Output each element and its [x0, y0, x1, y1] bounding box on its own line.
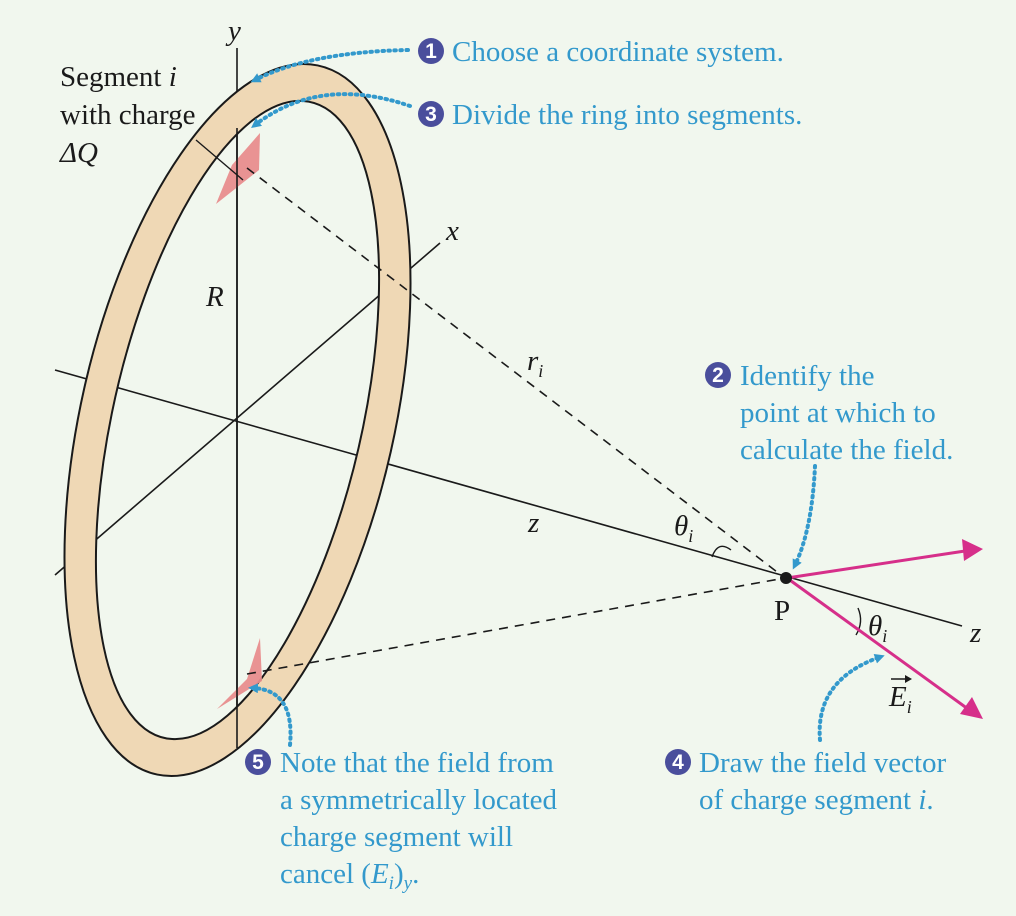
- x-axis-line: [54, 242, 441, 576]
- svg-text:Ei: Ei: [888, 681, 912, 717]
- step-2-arrow: [792, 464, 817, 570]
- step-5: 5 Note that the field from a symmetrical…: [245, 747, 564, 894]
- charged-ring: [63, 63, 412, 777]
- step-2-number: 2: [712, 364, 724, 387]
- r-i-dashed-line: [246, 167, 786, 579]
- angle-arc-lower: [855, 607, 862, 636]
- step-1-number: 1: [425, 40, 437, 63]
- step-4-text: Draw the field vector of charge segment …: [699, 747, 953, 816]
- step-1-text: Choose a coordinate system.: [452, 36, 784, 68]
- field-vector-label: Ei: [888, 675, 912, 717]
- point-p-dot: [780, 572, 792, 584]
- step-4-arrow: [817, 653, 885, 742]
- z-axis-end-label: z: [969, 617, 981, 649]
- segment-upper: [216, 133, 260, 204]
- field-vector-upward-head: [962, 539, 983, 561]
- distance-label: ri: [527, 345, 543, 381]
- step-3-number: 3: [425, 103, 437, 126]
- field-vector-e-i: [786, 576, 969, 711]
- step-4: 4 Draw the field vector of charge segmen…: [665, 747, 953, 816]
- symmetric-dashed-line: [246, 577, 786, 675]
- angle-lower-label: θi: [868, 610, 887, 646]
- step-2-text: Identify the point at which to calculate…: [740, 360, 953, 466]
- radius-label: R: [205, 281, 224, 313]
- point-p-label: P: [774, 595, 790, 627]
- step-1-arrow: [250, 48, 410, 83]
- field-vector-upward: [786, 549, 966, 580]
- step-5-badge: [245, 749, 271, 775]
- angle-upper-label: θi: [674, 510, 693, 546]
- segment-leader-line: [195, 139, 244, 181]
- x-axis-label: x: [445, 215, 459, 247]
- step-5-number: 5: [252, 751, 264, 774]
- angle-arc-upper: [711, 545, 732, 558]
- step-3-arrow: [251, 92, 412, 129]
- step-4-badge: [665, 749, 691, 775]
- step-1: 1 Choose a coordinate system.: [418, 36, 784, 68]
- step-2-badge: [705, 362, 731, 388]
- field-vector-e-i-head: [960, 697, 983, 719]
- segment-label: Segment i with charge ΔQ: [59, 61, 203, 169]
- step-1-badge: [418, 38, 444, 64]
- step-2: 2 Identify the point at which to calcula…: [705, 360, 953, 466]
- step-3-badge: [418, 101, 444, 127]
- step-5-arrow: [248, 683, 293, 747]
- z-axis-line: [54, 369, 963, 627]
- step-3: 3 Divide the ring into segments.: [418, 99, 802, 131]
- step-3-text: Divide the ring into segments.: [452, 99, 802, 131]
- y-axis-label: y: [225, 15, 241, 47]
- z-axis-mid-label: z: [527, 507, 539, 539]
- step-4-number: 4: [672, 751, 684, 774]
- step-5-text: Note that the field from a symmetrically…: [280, 747, 564, 894]
